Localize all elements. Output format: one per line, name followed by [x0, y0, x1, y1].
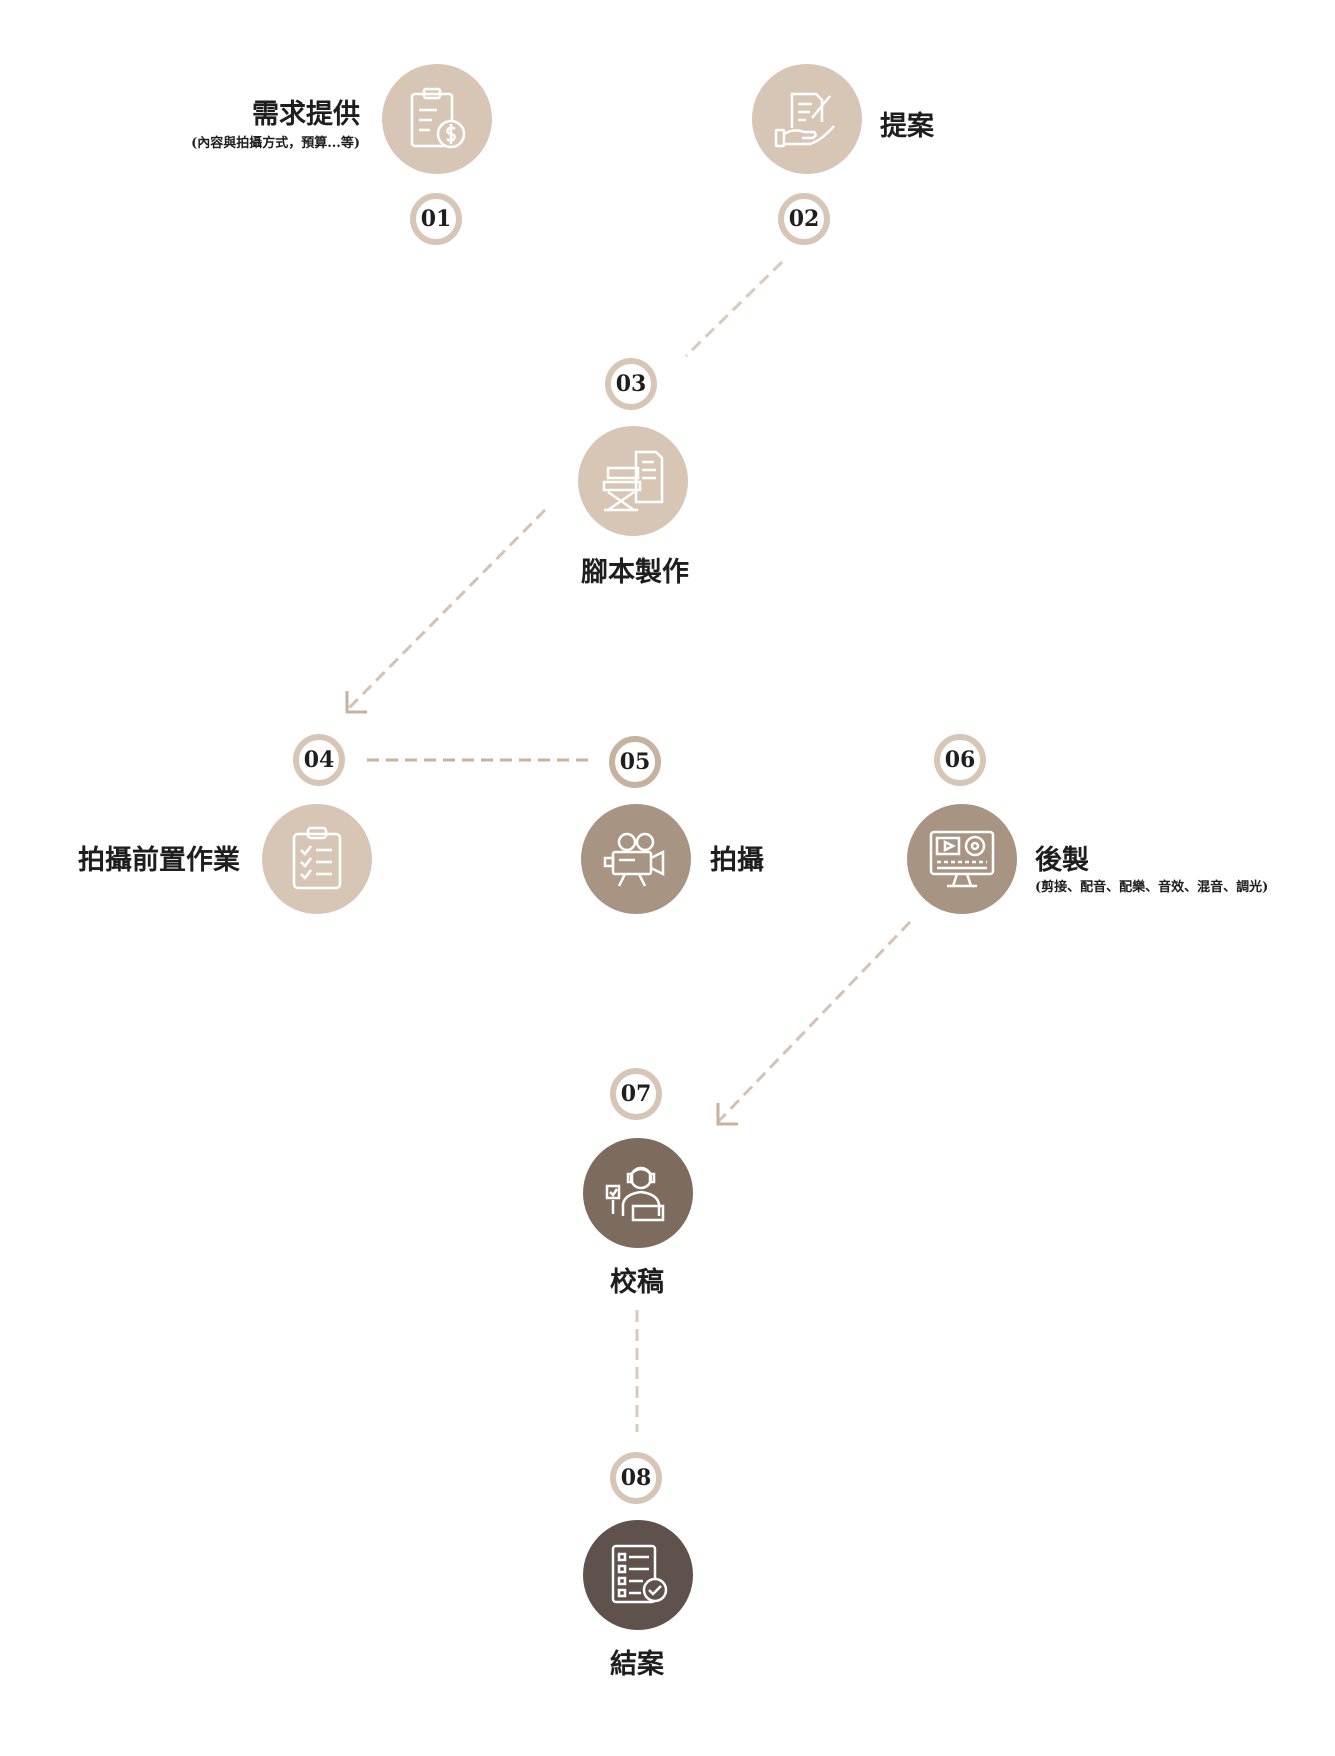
step-06-subtitle: (剪接、配音、配樂、音效、混音、調光) — [1035, 880, 1269, 895]
step-04-title: 拍攝前置作業 — [78, 845, 240, 876]
film-camera-icon — [603, 832, 665, 887]
monitor-editing-icon — [929, 830, 995, 888]
step-07-icon-circle — [583, 1138, 693, 1248]
step-08-number: 08 — [610, 1452, 662, 1504]
step-02-number: 02 — [778, 193, 830, 245]
checklist-clipboard-icon — [292, 826, 342, 890]
step-01-icon-circle — [382, 64, 492, 174]
step-01-subtitle: (內容與拍攝方式，預算...等) — [191, 136, 360, 151]
step-08-title: 結案 — [610, 1649, 664, 1680]
reviewer-person-icon — [605, 1166, 665, 1222]
connector-02-03 — [684, 260, 784, 358]
step-07-number: 07 — [610, 1068, 662, 1120]
step-04-number: 04 — [293, 734, 345, 786]
step-04-icon-circle — [262, 804, 372, 914]
document-checkmark-icon — [611, 1544, 668, 1604]
step-05-icon-circle — [581, 804, 691, 914]
arrowhead-04 — [345, 691, 367, 714]
step-06-number: 06 — [934, 734, 986, 786]
director-chair-script-icon — [602, 450, 664, 512]
step-01-number: 01 — [410, 193, 462, 245]
step-06-title: 後製 — [1035, 845, 1089, 876]
connector-03-04 — [345, 508, 547, 712]
step-05-title: 拍攝 — [710, 845, 764, 876]
step-03-icon-circle — [578, 426, 688, 536]
step-01-title: 需求提供 — [252, 99, 360, 130]
step-02-icon-circle — [752, 64, 862, 174]
step-06-icon-circle — [907, 804, 1017, 914]
step-03-number: 03 — [605, 358, 657, 410]
connector-06-07 — [716, 920, 912, 1124]
step-02-title: 提案 — [880, 111, 934, 142]
step-05-number: 05 — [609, 736, 661, 788]
step-03-title: 腳本製作 — [581, 557, 689, 588]
hand-document-pen-icon — [774, 92, 835, 148]
step-07-title: 校稿 — [610, 1267, 664, 1298]
step-08-icon-circle — [583, 1520, 693, 1630]
clipboard-dollar-icon — [410, 87, 466, 149]
arrowhead-07 — [716, 1103, 738, 1126]
